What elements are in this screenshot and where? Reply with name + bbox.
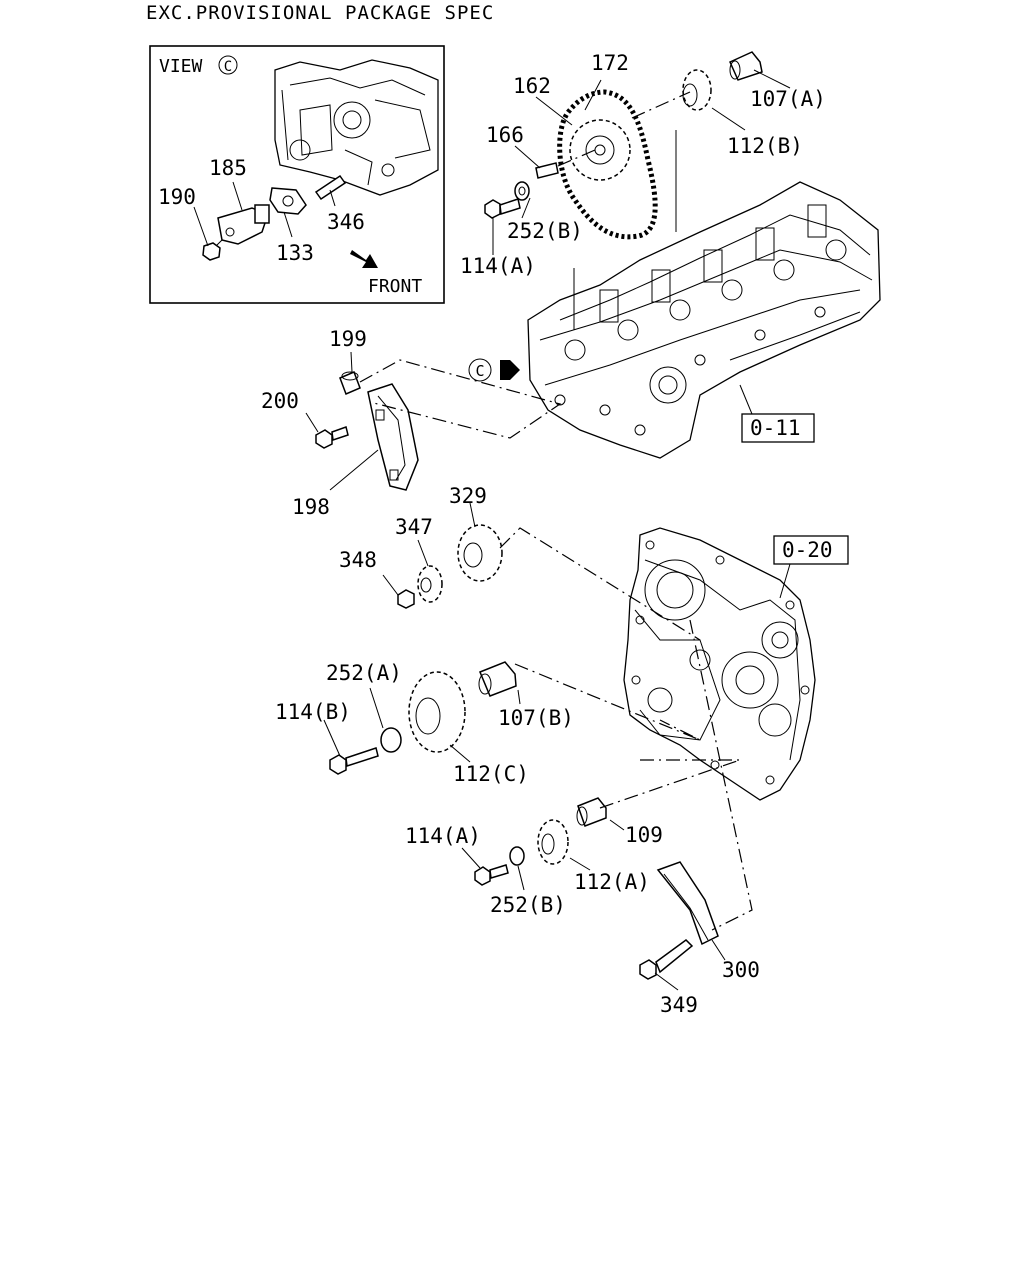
- label-252a: 252(A): [326, 661, 402, 685]
- part-199-plunger-drawing: [339, 371, 361, 395]
- label-162: 162: [513, 74, 551, 98]
- view-c-marker-icon: [468, 358, 492, 382]
- part-349-bolt-drawing: [639, 939, 694, 980]
- label-190: 190: [158, 185, 196, 209]
- sprocket-162-drawing: [569, 119, 631, 181]
- label-112b: 112(B): [727, 134, 803, 158]
- part-300-guide-drawing: [656, 861, 719, 946]
- label-172: 172: [591, 51, 629, 75]
- view-arrow-icon: [500, 360, 520, 380]
- ref-label-0-11: 0-11: [750, 416, 801, 440]
- label-198: 198: [292, 495, 330, 519]
- part-252b-washer-top-drawing: [514, 181, 530, 201]
- part-114a-bolt-top-drawing: [484, 198, 521, 219]
- part-112c-gear-drawing: [408, 671, 466, 753]
- timing-chain-172-drawing: [557, 89, 658, 240]
- part-112b-gear-drawing: [682, 69, 712, 111]
- part-198-guide-drawing: [367, 383, 419, 491]
- label-252b-top: 252(B): [507, 219, 583, 243]
- part-114a-bolt-bottom-drawing: [474, 864, 509, 886]
- label-348: 348: [339, 548, 377, 572]
- part-190-nut-drawing: [202, 242, 221, 261]
- label-114a-top: 114(A): [460, 254, 536, 278]
- part-346-stud-drawing: [314, 174, 347, 201]
- part-109-shaft-drawing: [576, 797, 607, 827]
- label-346: 346: [327, 210, 365, 234]
- label-166: 166: [486, 123, 524, 147]
- part-185-sensor-drawing: [207, 204, 270, 253]
- view-circle-letter: C: [224, 59, 232, 75]
- label-347: 347: [395, 515, 433, 539]
- label-185: 185: [209, 156, 247, 180]
- block-fragment-drawing: [274, 59, 439, 196]
- label-300: 300: [722, 958, 760, 982]
- timing-case-drawing: [623, 527, 816, 801]
- label-114a-bottom: 114(A): [405, 824, 481, 848]
- part-200-bolt-drawing: [315, 426, 349, 449]
- cylinder-head-drawing: [527, 130, 881, 459]
- ref-label-0-20: 0-20: [782, 538, 833, 562]
- label-252b-bottom: 252(B): [490, 893, 566, 917]
- part-252b-washer-bottom-drawing: [509, 846, 525, 866]
- label-133: 133: [276, 241, 314, 265]
- label-112c: 112(C): [453, 762, 529, 786]
- ref-box-0-20: [773, 535, 849, 565]
- label-349: 349: [660, 993, 698, 1017]
- label-200: 200: [261, 389, 299, 413]
- view-circle-icon: [218, 55, 238, 75]
- part-348-nut-drawing: [397, 589, 415, 609]
- front-arrow-icon: [350, 250, 378, 268]
- label-109: 109: [625, 823, 663, 847]
- part-112a-gear-drawing: [537, 819, 569, 865]
- part-347-gear-drawing: [417, 565, 443, 603]
- label-329: 329: [449, 484, 487, 508]
- view-c-inset: VIEW C FRONT: [149, 45, 445, 304]
- label-107a: 107(A): [750, 87, 826, 111]
- label-112a: 112(A): [574, 870, 650, 894]
- label-114b: 114(B): [275, 700, 351, 724]
- part-252a-washer-drawing: [380, 727, 402, 753]
- label-107b: 107(B): [498, 706, 574, 730]
- view-c-marker-letter: C: [475, 362, 484, 380]
- part-107a-shaft-drawing: [729, 51, 763, 81]
- view-label: VIEW: [159, 56, 203, 77]
- front-label: FRONT: [368, 276, 422, 297]
- part-114b-bolt-drawing: [329, 747, 379, 775]
- ref-box-0-11: [741, 413, 815, 443]
- part-329-gear-drawing: [457, 524, 503, 582]
- label-199: 199: [329, 327, 367, 351]
- page-title: EXC.PROVISIONAL PACKAGE SPEC: [146, 2, 495, 24]
- part-166-pin-drawing: [535, 162, 559, 179]
- part-107b-shaft-drawing: [478, 661, 517, 697]
- part-133-gasket-drawing: [269, 187, 307, 215]
